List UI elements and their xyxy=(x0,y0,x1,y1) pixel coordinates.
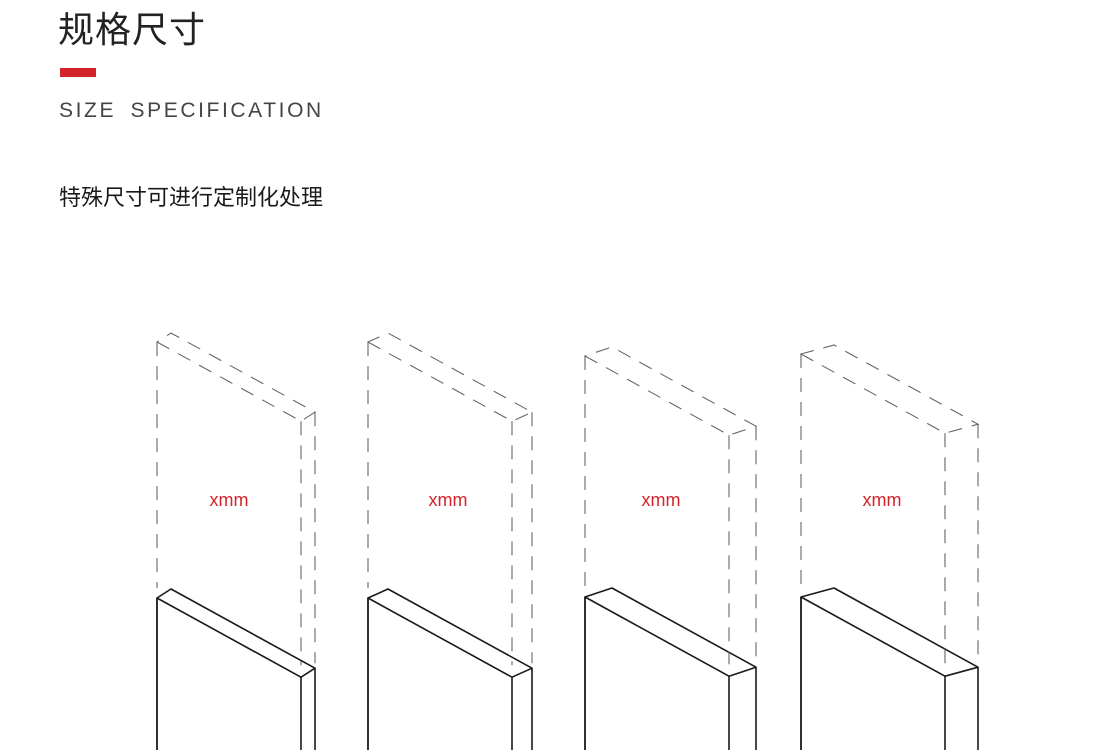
page-subtitle: SIZE SPECIFICATION xyxy=(59,99,324,122)
panel-4: xmm xyxy=(799,344,980,750)
ghost-top-outline xyxy=(155,332,317,422)
ghost-top-outline xyxy=(799,344,980,434)
panel-top-face xyxy=(584,587,757,678)
panel-top-face xyxy=(156,588,316,679)
ghost-top-outline xyxy=(366,332,534,422)
dimension-label: xmm xyxy=(642,490,681,510)
customization-note: 特殊尺寸可进行定制化处理 xyxy=(59,186,324,211)
panel-3: xmm xyxy=(583,346,758,750)
page-title: 规格尺寸 xyxy=(58,10,207,51)
panel-top-face xyxy=(800,587,979,678)
panel-top-face xyxy=(367,588,533,679)
panel-2: xmm xyxy=(366,332,534,750)
ghost-top-outline xyxy=(583,346,758,436)
panel-1: xmm xyxy=(155,332,317,750)
dimension-label: xmm xyxy=(863,490,902,510)
title-accent-bar xyxy=(60,68,96,77)
dimension-label: xmm xyxy=(210,490,249,510)
dimension-label: xmm xyxy=(429,490,468,510)
